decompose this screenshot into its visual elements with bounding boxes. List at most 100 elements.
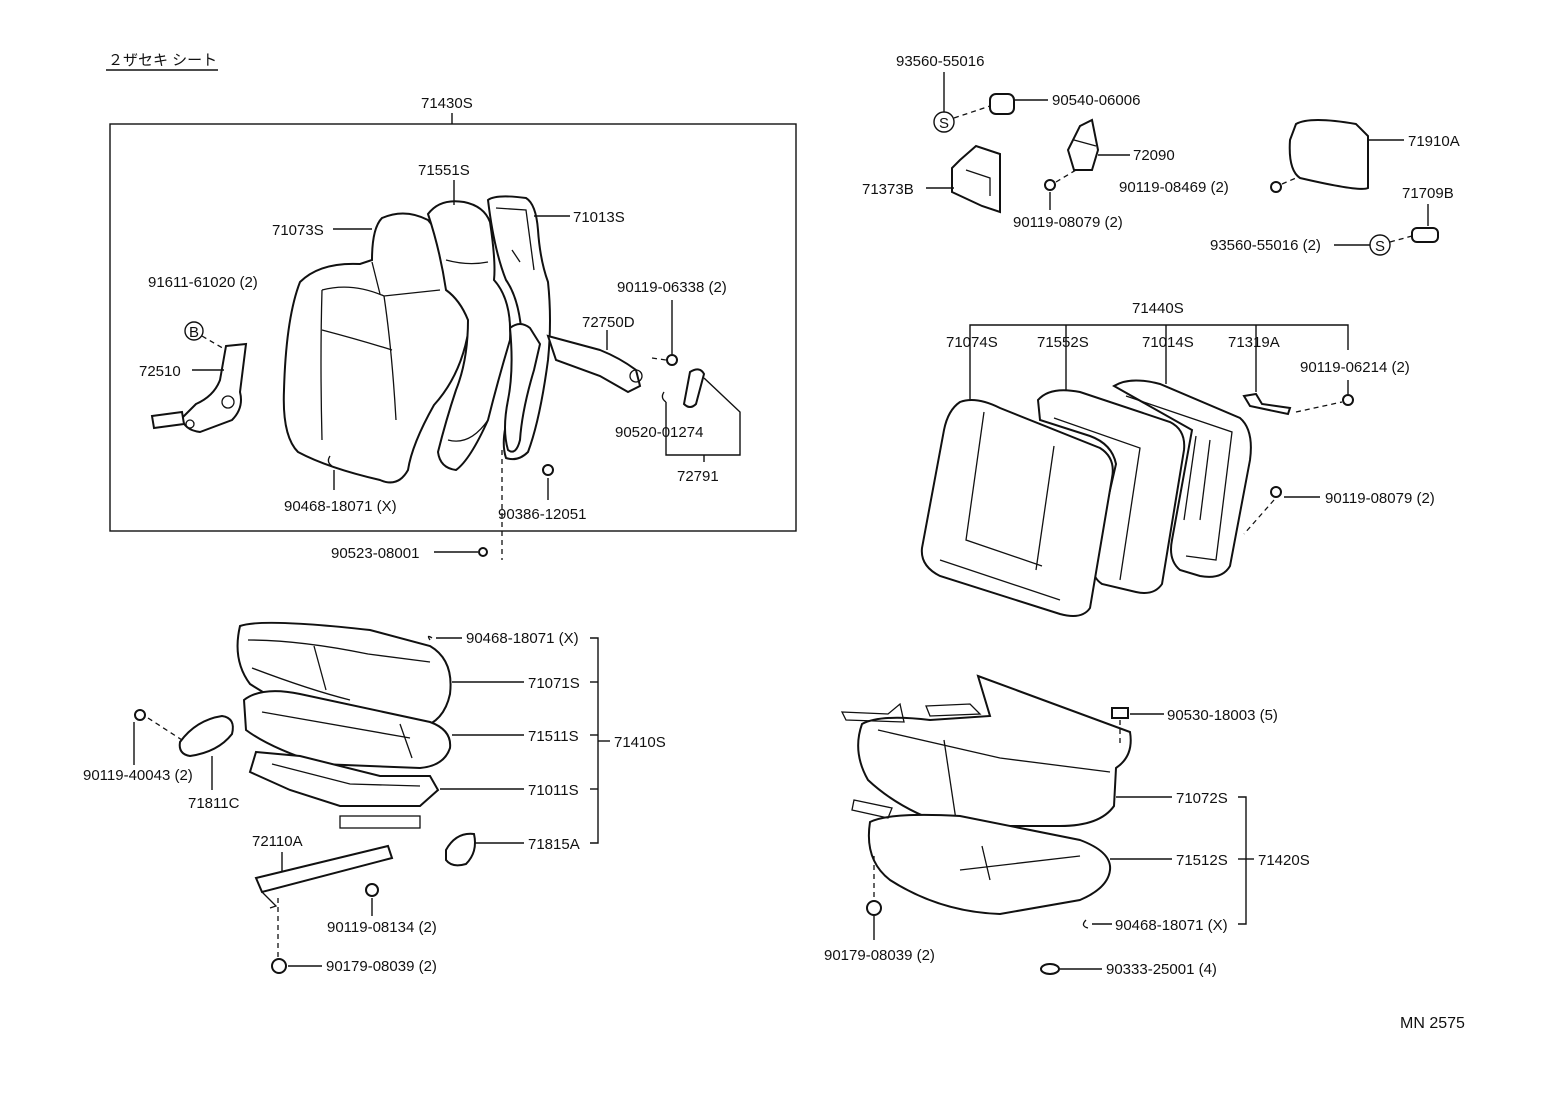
label-71072S: 71072S [1176, 790, 1228, 807]
bolt-90119-08134-icon [365, 883, 379, 897]
cover-71811C-icon [178, 714, 234, 758]
rear-seat-back-pad-71552S [1036, 389, 1186, 594]
label-90468-a: 90468-18071 (X) [284, 498, 397, 515]
label-90119-06338: 90119-06338 (2) [617, 279, 727, 296]
diagram-title: ２ザセキ シート [108, 52, 217, 69]
label-90540: 90540-06006 [1052, 92, 1140, 109]
leader-72791-group [665, 377, 741, 456]
cushion-hook-left-icon [840, 702, 905, 723]
label-71430S: 71430S [421, 95, 473, 112]
label-71910A: 71910A [1408, 133, 1460, 150]
nut-90179-b-icon [866, 900, 882, 916]
bolt-90119-08079-a-icon [1044, 179, 1056, 191]
rear-seat-back-cover-71074S [920, 399, 1114, 617]
label-93560-b: 93560-55016 (2) [1210, 237, 1321, 254]
label-90119-08134: 90119-08134 (2) [327, 919, 437, 936]
cover-71815A-icon [445, 832, 476, 867]
label-90119-08079-b: 90119-08079 (2) [1325, 490, 1435, 507]
label-71709B: 71709B [1402, 185, 1454, 202]
seat-cushion-pad-71511S [242, 690, 452, 770]
label-71319A: 71319A [1228, 334, 1280, 351]
clip-90530-icon [1111, 707, 1129, 719]
label-90119-08469: 90119-08469 (2) [1119, 179, 1229, 196]
label-93560-a: 93560-55016 [896, 53, 984, 70]
hinge-72510 [150, 342, 248, 434]
headrest-71910A [1288, 119, 1369, 190]
label-71073S: 71073S [272, 222, 324, 239]
seat-track-72110A [254, 844, 394, 894]
dash-90119-06338 [651, 357, 667, 361]
seat-back-pad-71551S [426, 200, 512, 472]
dash-90119-06214 [1295, 401, 1343, 413]
label-71551S: 71551S [418, 162, 470, 179]
label-90119-08079-a: 90119-08079 (2) [1013, 214, 1123, 231]
symbol-s-icon-a [933, 111, 955, 133]
dash-90119-08469 [1281, 177, 1297, 185]
label-72510: 72510 [139, 363, 181, 380]
label-90119-06214: 90119-06214 (2) [1300, 359, 1410, 376]
label-90179-b: 90179-08039 (2) [824, 947, 935, 964]
label-71440S: 71440S [1132, 300, 1184, 317]
seat-back-frame-71013S [486, 195, 551, 461]
label-71815A: 71815A [528, 836, 580, 853]
label-90520: 90520-01274 [615, 424, 703, 441]
label-71410S: 71410S [614, 734, 666, 751]
label-90530: 90530-18003 (5) [1167, 707, 1278, 724]
label-90468-b: 90468-18071 (X) [466, 630, 579, 647]
symbol-s-b: S [1375, 238, 1385, 255]
rear-seat-cushion-cover-71072S [857, 674, 1132, 827]
recliner-knob-icon [682, 368, 706, 408]
label-71511S: 71511S [528, 728, 579, 745]
screw-90119-40043-icon [134, 709, 146, 721]
label-90468-c: 90468-18071 (X) [1115, 917, 1228, 934]
label-71512S: 71512S [1176, 852, 1228, 869]
label-71811C: 71811C [188, 795, 240, 812]
hog-ring-90468-icon [327, 455, 333, 467]
label-72110A: 72110A [252, 833, 303, 850]
nut-90179-a-icon [271, 958, 287, 974]
dash-91611 [201, 335, 227, 351]
footer-code: MN 2575 [1400, 1015, 1465, 1032]
assembly-71430S-box [109, 123, 797, 532]
label-71074S: 71074S [946, 334, 998, 351]
nut-90386-icon [542, 464, 554, 476]
label-91611: 91611-61020 (2) [148, 274, 258, 291]
symbol-s-a: S [939, 115, 949, 132]
bushing-90540-icon [989, 93, 1015, 115]
bracket-72090 [1066, 118, 1100, 171]
label-71071S: 71071S [528, 675, 580, 692]
symbol-b: B [189, 324, 199, 341]
plug-90333-icon [1040, 963, 1060, 975]
label-72791: 72791 [677, 468, 719, 485]
label-71014S: 71014S [1142, 334, 1194, 351]
symbol-b-icon [184, 321, 204, 341]
headrest-support-71709B-icon [1411, 227, 1439, 243]
label-90179-a: 90179-08039 (2) [326, 958, 437, 975]
label-71013S: 71013S [573, 209, 625, 226]
rear-seat-back-frame-71014S [1112, 379, 1252, 578]
screw-90119-08469-icon [1270, 181, 1282, 193]
cushion-hook-right-icon [925, 703, 982, 717]
hog-ring-90468-b-icon [427, 635, 433, 641]
cushion-pad-hook-icon [851, 799, 893, 819]
bolt-90119-06338-icon [666, 354, 678, 366]
dash-93560-a [953, 105, 991, 119]
seat-track-lever-icon [261, 891, 278, 909]
recliner-72750D [504, 323, 643, 453]
label-72750D: 72750D [582, 314, 635, 331]
label-72090: 72090 [1133, 147, 1175, 164]
label-90333: 90333-25001 (4) [1106, 961, 1217, 978]
bracket-71440S [969, 324, 1349, 400]
label-71011S: 71011S [528, 782, 579, 799]
bolt-90119-06214-icon [1342, 394, 1354, 406]
label-90386: 90386-12051 [498, 506, 586, 523]
bracket-71420S [1238, 796, 1247, 925]
seat-back-cover-71073S [282, 212, 472, 484]
bolt-90523-icon [478, 547, 488, 557]
bracket-71373B [951, 144, 1001, 214]
hog-ring-90468-c-icon [1082, 919, 1089, 929]
label-90119-40043: 90119-40043 (2) [83, 767, 193, 784]
dash-93560-b [1389, 235, 1413, 243]
